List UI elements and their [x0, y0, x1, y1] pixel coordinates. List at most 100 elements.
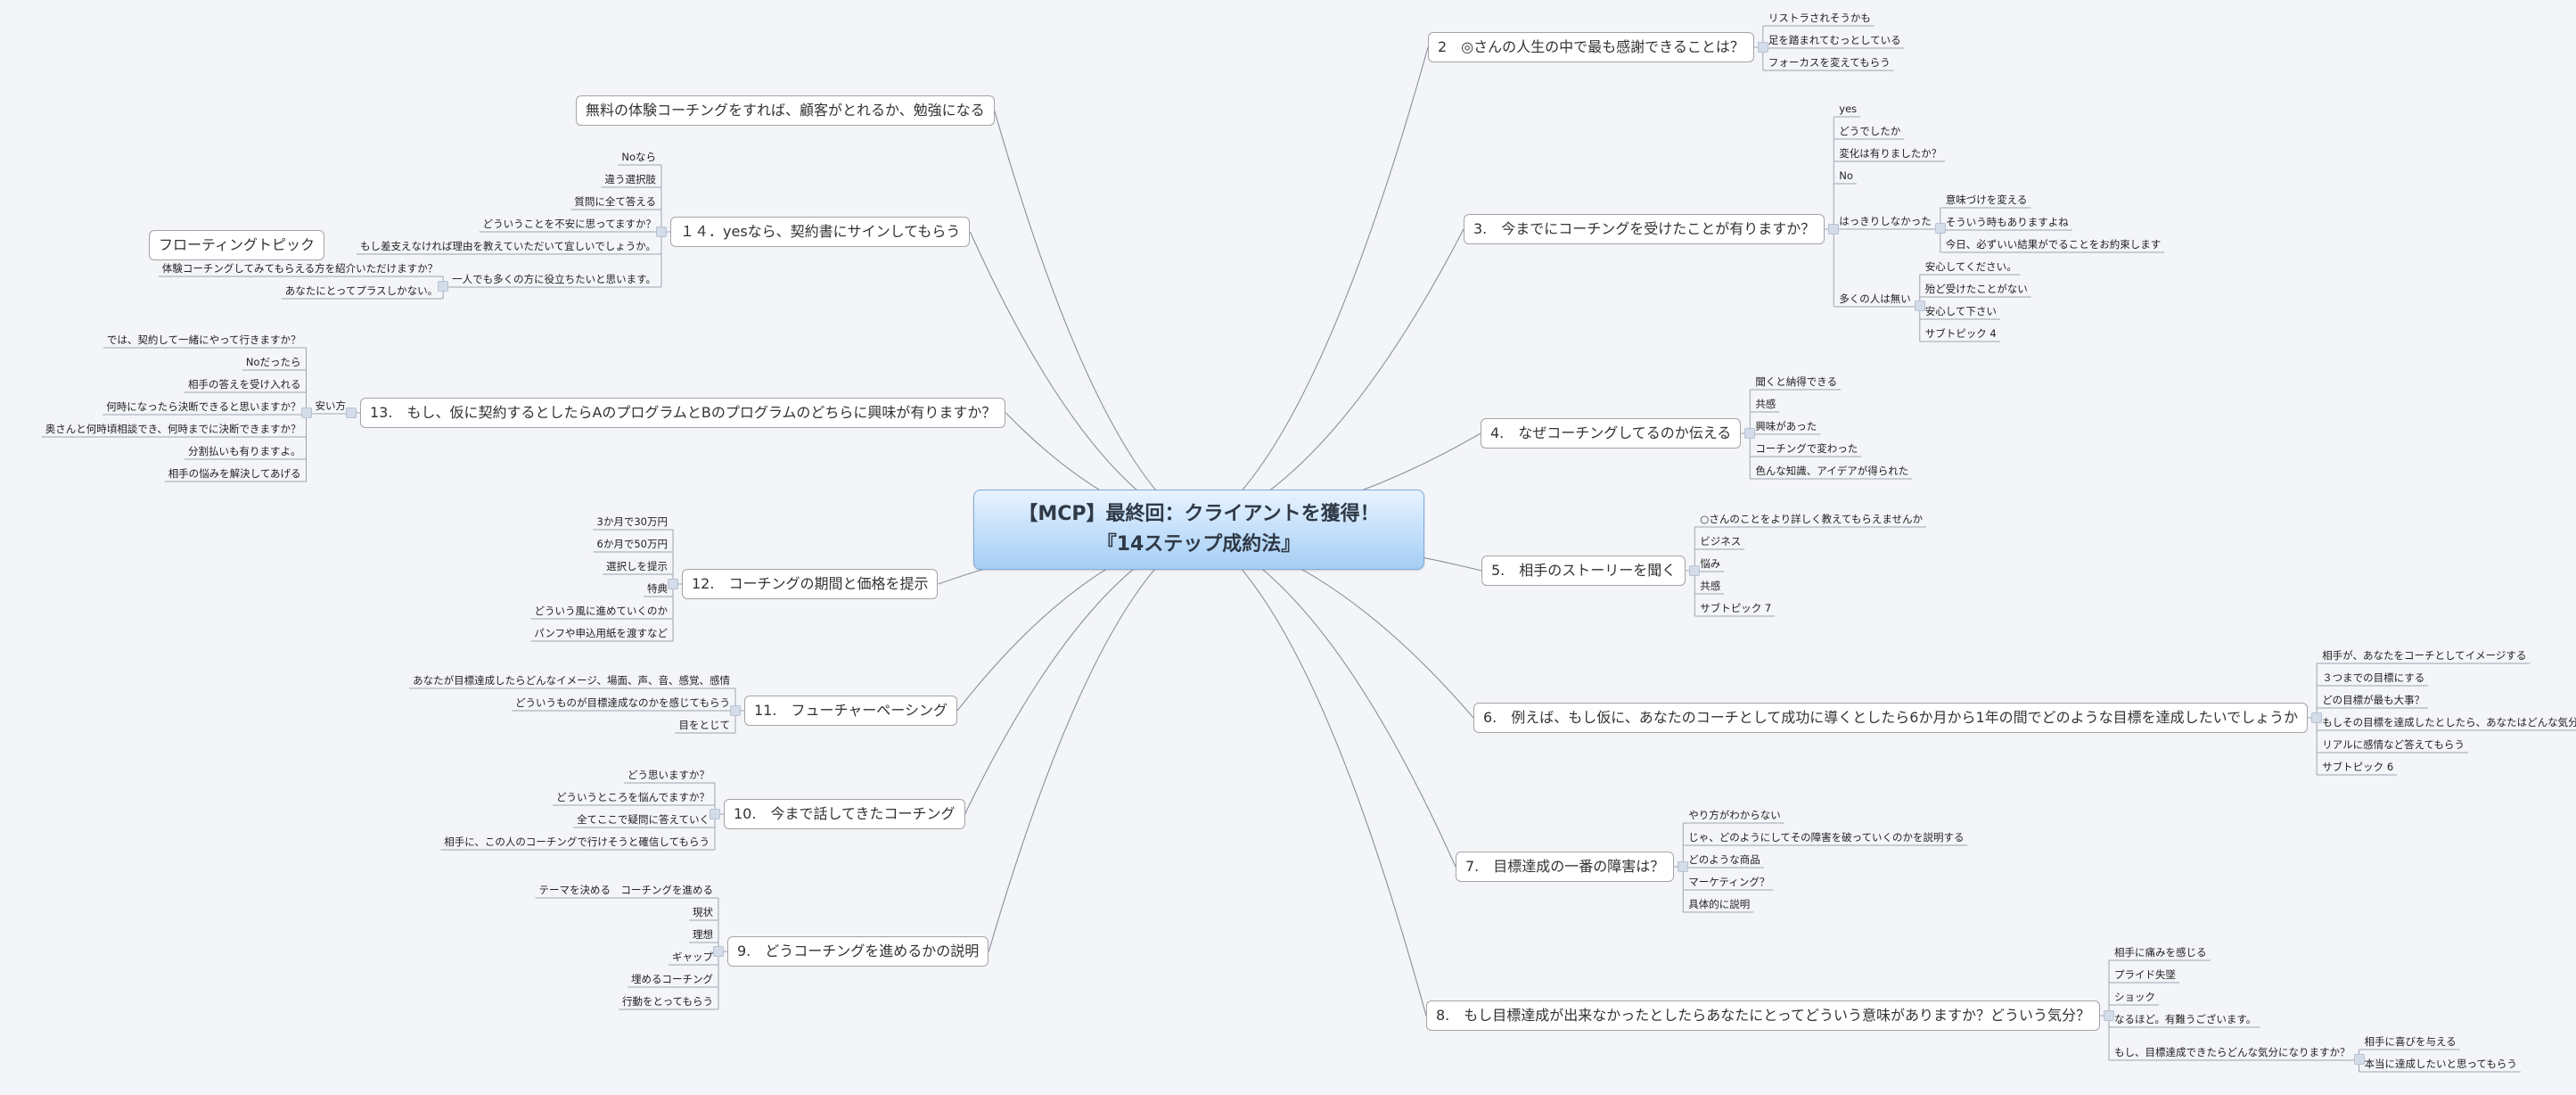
sub-topic-3[interactable]: yes [1839, 103, 1858, 115]
sub-topic-12[interactable]: どういう風に進めていくのか [534, 605, 669, 617]
sub-topic-4[interactable]: 聞くと納得できる [1755, 375, 1838, 388]
sub-topic-6[interactable]: どの目標が最も大事？ [2322, 694, 2425, 706]
sub-topic-9[interactable]: ギャップ [672, 951, 713, 963]
sub-topic-7[interactable]: どのような商品 [1688, 853, 1760, 866]
sub-topic-12[interactable]: 特典 [647, 582, 668, 595]
sub-topic-10[interactable]: どういうところを悩んでますか？ [556, 791, 710, 803]
group-sub-topic[interactable]: 相手の答えを受け入れる [188, 378, 301, 391]
sub-topic-10[interactable]: どう思いますか？ [628, 769, 710, 781]
sub-topic-8[interactable]: プライド失墜 [2114, 968, 2176, 981]
group-sub-topic[interactable]: サブトピック 4 [1924, 327, 1997, 340]
sub-topic-4[interactable]: コーチングで変わった [1755, 442, 1858, 455]
branch-8[interactable]: 8. もし目標達成が出来なかったとしたらあなたにとってどういう意味がありますか？… [1426, 1000, 2100, 1031]
sub-topic-9[interactable]: 行動をとってもらう [621, 995, 713, 1008]
sub-topic-14[interactable]: Noなら [621, 151, 656, 163]
group-sub-topic[interactable]: 意味づけを変える [1945, 193, 2028, 206]
branch-4[interactable]: 4. なぜコーチングしてるのか伝える [1481, 418, 1742, 449]
sub-topic-14[interactable]: どういうことを不安に思ってますか？ [482, 218, 656, 230]
sub-topic-5[interactable]: サブトピック 7 [1700, 602, 1772, 614]
branch-3[interactable]: 3. 今までにコーチングを受けたことが有りますか？ [1464, 214, 1825, 244]
sub-topic-2[interactable]: リストラされそうかも [1768, 12, 1871, 24]
sub-topic-7[interactable]: マーケティング？ [1688, 876, 1770, 888]
group-sub-topic[interactable]: 本当に達成したいと思ってもらう [2364, 1058, 2517, 1070]
branch-9[interactable]: 9. どうコーチングを進めるかの説明 [727, 936, 989, 967]
sub-topic-8[interactable]: なるほど。有難うございます。 [2114, 1013, 2257, 1025]
sub-topic-6[interactable]: サブトピック 6 [2322, 761, 2394, 773]
branch-14[interactable]: １４．yesなら、契約書にサインしてもらう [670, 217, 971, 247]
sub-topic-11[interactable]: 目をとじて [678, 719, 731, 731]
group-sub-topic[interactable]: 殆ど受けたことがない [1924, 283, 2028, 295]
sub-topic-12[interactable]: 3か月で30万円 [596, 515, 668, 528]
sub-topic-2[interactable]: フォーカスを変えてもらう [1768, 56, 1891, 69]
group-sub-topic[interactable]: 奥さんと何時頃相談でき、何時までに決断できますか？ [45, 423, 301, 435]
sub-topic-5[interactable]: 共感 [1700, 580, 1721, 592]
collapse-toggle[interactable] [2353, 1054, 2365, 1065]
branch-10[interactable]: 10. 今まで話してきたコーチング [724, 799, 965, 829]
sub-topic-5[interactable]: ○さんのことをより詳しく教えてもらえませんか [1700, 513, 1924, 525]
sub-topic-7[interactable]: やり方がわからない [1688, 809, 1781, 821]
sub-topic-12[interactable]: 選択しを提示 [606, 560, 668, 572]
sub-topic-4[interactable]: 共感 [1755, 398, 1776, 410]
sub-topic-8[interactable]: ショック [2114, 991, 2155, 1003]
group-sub-topic[interactable]: 体験コーチングしてみてもらえる方を紹介いただけますか？ [161, 262, 439, 275]
sub-topic-6[interactable]: もしその目標を達成したとしたら、あなたはどんな気分になるでしょうか？ [2322, 716, 2576, 729]
sub-topic-5[interactable]: ビジネス [1700, 535, 1742, 548]
collapse-toggle[interactable] [713, 946, 724, 957]
sub-topic-10[interactable]: 相手に、この人のコーチングで行けそうと確信してもらう [444, 836, 710, 848]
collapse-toggle[interactable] [668, 579, 678, 589]
central-topic[interactable]: 【MCP】最終回：クライアントを獲得！ 『14ステップ成約法』 [973, 490, 1424, 570]
sub-topic-4[interactable]: 興味があった [1755, 420, 1817, 432]
collapse-toggle[interactable] [2104, 1010, 2114, 1021]
collapse-toggle[interactable] [730, 705, 741, 716]
sub-topic-6[interactable]: 相手が、あなたをコーチとしてイメージする [2322, 649, 2527, 662]
sub-topic-11[interactable]: あなたが目標達成したらどんなイメージ、場面、声、音、感覚、感情 [413, 674, 730, 687]
collapse-toggle[interactable] [656, 226, 667, 237]
sub-topic-11[interactable]: どういうものが目標達成なのかを感じてもらう [515, 696, 730, 709]
branch-11[interactable]: 11. フューチャーペーシング [744, 696, 957, 726]
sub-topic-5[interactable]: 悩み [1700, 557, 1721, 570]
sub-topic-9[interactable]: 埋めるコーチング [631, 973, 713, 985]
collapse-toggle[interactable] [1828, 224, 1840, 235]
sub-topic-3[interactable]: どうでしたか [1839, 125, 1901, 137]
collapse-toggle[interactable] [1689, 565, 1701, 576]
group-sub-topic[interactable]: 分割払いも有りますよ。 [188, 445, 301, 457]
collapse-toggle[interactable] [300, 408, 312, 418]
sub-topic-10[interactable]: 全てここで疑問に答えていく [577, 813, 710, 826]
branch-7[interactable]: 7. 目標達成の一番の障害は？ [1456, 852, 1675, 882]
group-topic[interactable]: 多くの人は無い [1839, 292, 1911, 305]
sub-topic-3[interactable]: No [1839, 169, 1853, 182]
group-sub-topic[interactable]: 安心して下さい [1924, 305, 1997, 317]
group-sub-topic[interactable]: では、契約して一緒にやって行きますか？ [106, 333, 301, 346]
collapse-toggle[interactable] [1757, 42, 1768, 53]
free-trial-topic[interactable]: 無料の体験コーチングをすれば、顧客がとれるか、勉強になる [576, 95, 995, 126]
collapse-toggle[interactable] [2311, 712, 2323, 723]
collapse-toggle[interactable] [1934, 223, 1946, 234]
sub-topic-12[interactable]: パンフや申込用紙を渡すなど [534, 627, 668, 639]
sub-topic-4[interactable]: 色んな知識、アイデアが得られた [1755, 465, 1909, 477]
sub-topic-9[interactable]: テーマを決める コーチングを進める [538, 884, 714, 896]
sub-topic-3[interactable]: 変化は有りましたか？ [1839, 147, 1942, 160]
branch-5[interactable]: 5. 相手のストーリーを聞く [1481, 556, 1686, 586]
sub-topic-12[interactable]: 6か月で50万円 [596, 538, 668, 550]
sub-topic-14[interactable]: 違う選択肢 [604, 173, 657, 185]
group-sub-topic[interactable]: あなたにとってプラスしかない。 [284, 284, 439, 297]
group-sub-topic[interactable]: 相手に喜びを与える [2364, 1035, 2457, 1048]
sub-topic-8[interactable]: 相手に痛みを感じる [2114, 946, 2207, 959]
sub-topic-9[interactable]: 現状 [693, 906, 713, 918]
collapse-toggle[interactable] [1744, 428, 1756, 439]
collapse-toggle[interactable] [346, 408, 357, 418]
branch-13[interactable]: 13. もし、仮に契約するとしたらAのプログラムとBのプログラムのどちらに興味が… [360, 398, 1006, 428]
sub-topic-7[interactable]: じゃ、どのようにしてその障害を破っていくのかを説明する [1688, 831, 1965, 844]
group-sub-topic[interactable]: 今日、必ずいい結果がでることをお約束します [1945, 238, 2162, 251]
group-topic[interactable]: もし、目標達成できたらどんな気分になりますか？ [2114, 1046, 2350, 1058]
group-topic[interactable]: はっきりしなかった [1839, 215, 1932, 227]
branch-12[interactable]: 12. コーチングの期間と価格を提示 [682, 569, 939, 599]
sub-topic-6[interactable]: リアルに感情など答えてもらう [2322, 738, 2465, 751]
sub-topic-14[interactable]: 質問に全て答える [574, 195, 656, 208]
group-sub-topic[interactable]: Noだったら [245, 356, 301, 368]
floating-topic[interactable]: フローティングトピック [149, 230, 325, 260]
sub-topic-2[interactable]: 足を踏まれてむっとしている [1768, 34, 1901, 46]
branch-2[interactable]: 2 ◎さんの人生の中で最も感謝できることは？ [1428, 32, 1754, 62]
branch-6[interactable]: 6. 例えば、もし仮に、あなたのコーチとして成功に導くとしたら6か月から1年の間… [1473, 703, 2309, 733]
collapse-toggle[interactable] [710, 809, 720, 819]
